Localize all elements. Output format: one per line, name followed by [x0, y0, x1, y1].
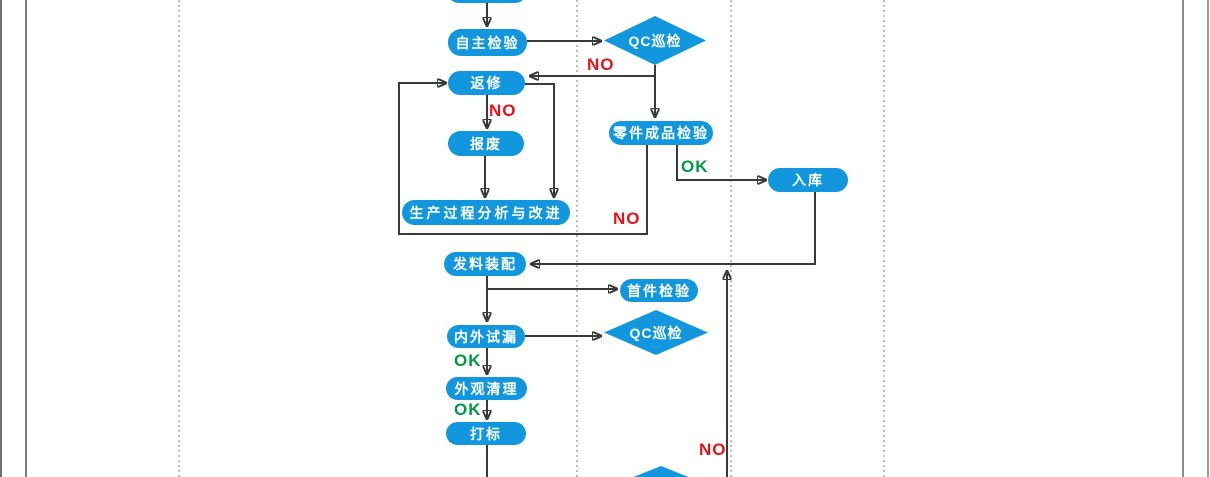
node-rework: 返修	[448, 71, 525, 95]
lane-border-left-inner	[25, 0, 27, 477]
node-leak-test: 内外试漏	[447, 325, 525, 348]
lane-divider-4	[883, 0, 885, 477]
lane-divider-1	[178, 0, 180, 477]
lane-divider-2	[576, 0, 578, 477]
node-scrap: 报废	[448, 131, 524, 156]
node-first-article-inspection: 首件检验	[620, 279, 698, 302]
connector-warehouse-to-assembly	[531, 192, 816, 264]
node-top-partial	[447, 0, 527, 3]
decision-qc-patrol-2: QC巡检	[604, 310, 708, 355]
node-marking: 打标	[446, 422, 526, 445]
lane-border-left-outer	[0, 0, 2, 477]
node-material-assembly: 发料装配	[444, 252, 526, 276]
node-process-analysis: 生产过程分析与改进	[402, 200, 570, 225]
node-appearance-cleaning: 外观清理	[446, 377, 527, 400]
edge-label-ok-cleaning: OK	[454, 400, 482, 419]
edge-label-ok-leak-test: OK	[454, 351, 482, 370]
connector-rework-to-analysis	[525, 83, 554, 197]
lane-border-right-inner	[1182, 0, 1184, 477]
decision-qc-patrol-1: QC巡检	[604, 16, 706, 65]
node-self-inspection: 自主检验	[448, 29, 527, 56]
lane-border-right-outer	[1207, 0, 1209, 477]
edge-label-no-part-final: NO	[613, 209, 641, 228]
edge-label-no-qc1: NO	[587, 55, 615, 74]
edge-label-no-rework: NO	[489, 101, 517, 120]
lane-divider-3	[730, 0, 732, 477]
decision-bottom-partial	[586, 466, 736, 477]
node-part-final-inspection: 零件成品检验	[609, 121, 713, 145]
edge-label-ok-part-final: OK	[681, 157, 709, 176]
node-warehouse-in: 入库	[768, 168, 848, 192]
edge-label-no-bottom: NO	[699, 440, 727, 459]
